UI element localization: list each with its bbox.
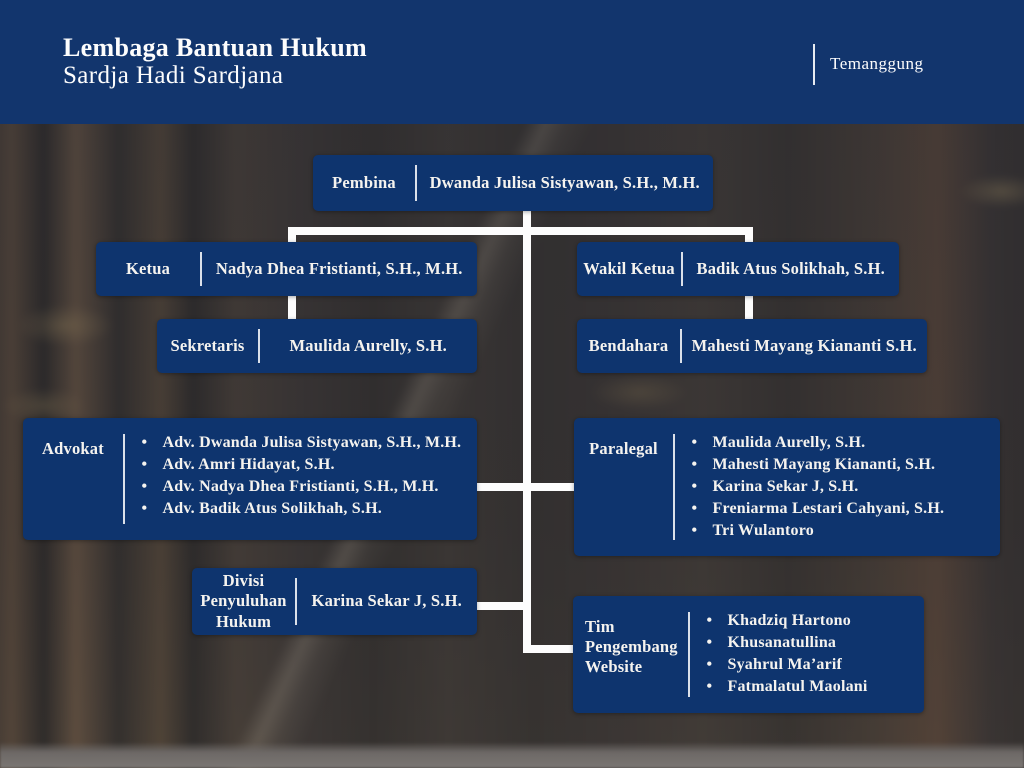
member-item: Mahesti Mayang Kiananti, S.H. [685, 454, 995, 476]
connector-drop-wakil-ketua [745, 227, 753, 245]
box-divider [200, 252, 202, 286]
person-name-pembina: Dwanda Julisa Sistyawan, S.H., M.H. [429, 172, 700, 192]
org-box-sekretaris: Sekretaris Maulida Aurelly, S.H. [157, 319, 477, 373]
header-bar: Lembaga Bantuan Hukum Sardja Hadi Sardja… [0, 0, 1024, 124]
member-item: Karina Sekar J, S.H. [685, 476, 995, 498]
person-name-wakil-ketua: Badik Atus Solikhah, S.H. [696, 258, 885, 278]
connector-trunk [523, 205, 531, 653]
box-divider [123, 434, 125, 524]
person-name-divisi-penyuluhan: Karina Sekar J, S.H. [311, 591, 462, 611]
person-name-ketua: Nadya Dhea Fristianti, S.H., M.H. [215, 258, 463, 278]
member-item: Maulida Aurelly, S.H. [685, 432, 995, 454]
role-label-pembina: Pembina [332, 172, 396, 192]
role-label-wakil-ketua: Wakil Ketua [583, 258, 675, 278]
connector-drop-ketua [288, 227, 296, 245]
role-label-advokat: Advokat [42, 439, 104, 458]
role-label-bendahara: Bendahara [588, 335, 669, 355]
tim-website-member-list: Khadziq Hartono Khusanatullina Syahrul M… [690, 596, 925, 713]
member-item: Freniarma Lestari Cahyani, S.H. [685, 498, 995, 520]
connector-top-branch [288, 227, 753, 235]
box-divider [680, 329, 682, 363]
connector-advokat-paralegal [475, 483, 575, 491]
box-divider [673, 434, 675, 540]
box-divider [415, 165, 417, 201]
org-box-paralegal: Paralegal Maulida Aurelly, S.H. Mahesti … [574, 418, 1000, 556]
org-box-wakil-ketua: Wakil Ketua Badik Atus Solikhah, S.H. [577, 242, 899, 296]
member-item: Khadziq Hartono [700, 610, 919, 632]
connector-tim-website-stub [523, 645, 575, 653]
connector-wakil-bendahara [745, 294, 753, 321]
box-divider [688, 612, 690, 697]
member-item: Khusanatullina [700, 632, 919, 654]
box-divider [295, 578, 297, 625]
member-item: Adv. Amri Hidayat, S.H. [135, 454, 472, 476]
org-box-bendahara: Bendahara Mahesti Mayang Kiananti S.H. [577, 319, 927, 373]
person-name-sekretaris: Maulida Aurelly, S.H. [289, 335, 447, 355]
shelf-edge [0, 742, 1024, 768]
advokat-member-list: Adv. Dwanda Julisa Sistyawan, S.H., M.H.… [125, 418, 478, 540]
member-item: Tri Wulantoro [685, 520, 995, 542]
connector-ketua-sekretaris [288, 294, 296, 321]
member-item: Adv. Nadya Dhea Fristianti, S.H., M.H. [135, 476, 472, 498]
location-label: Temanggung [830, 54, 924, 73]
org-title-line2: Sardja Hadi Sardjana [63, 62, 284, 89]
member-item: Adv. Badik Atus Solikhah, S.H. [135, 498, 472, 520]
org-box-pembina: Pembina Dwanda Julisa Sistyawan, S.H., M… [313, 155, 713, 211]
member-item: Syahrul Ma’arif [700, 654, 919, 676]
role-label-sekretaris: Sekretaris [170, 335, 245, 355]
member-item: Adv. Dwanda Julisa Sistyawan, S.H., M.H. [135, 432, 472, 454]
role-label-paralegal: Paralegal [589, 439, 658, 458]
org-box-ketua: Ketua Nadya Dhea Fristianti, S.H., M.H. [96, 242, 477, 296]
box-divider [681, 252, 683, 286]
member-item: Fatmalatul Maolani [700, 676, 919, 698]
role-label-ketua: Ketua [125, 258, 171, 278]
org-box-tim-pengembang-website: Tim Pengembang Website Khadziq Hartono K… [573, 596, 924, 713]
role-label-divisi-penyuluhan: Divisi Penyuluhan Hukum [200, 571, 287, 631]
box-divider [258, 329, 260, 363]
paralegal-member-list: Maulida Aurelly, S.H. Mahesti Mayang Kia… [675, 418, 1001, 556]
org-box-advokat: Advokat Adv. Dwanda Julisa Sistyawan, S.… [23, 418, 477, 540]
role-label-tim-website: Tim Pengembang Website [585, 617, 678, 677]
person-name-bendahara: Mahesti Mayang Kiananti S.H. [691, 335, 917, 355]
org-box-divisi-penyuluhan-hukum: Divisi Penyuluhan Hukum Karina Sekar J, … [192, 568, 477, 635]
connector-divisi-stub [475, 602, 531, 610]
header-divider [813, 44, 815, 85]
org-title-line1: Lembaga Bantuan Hukum [63, 33, 367, 62]
